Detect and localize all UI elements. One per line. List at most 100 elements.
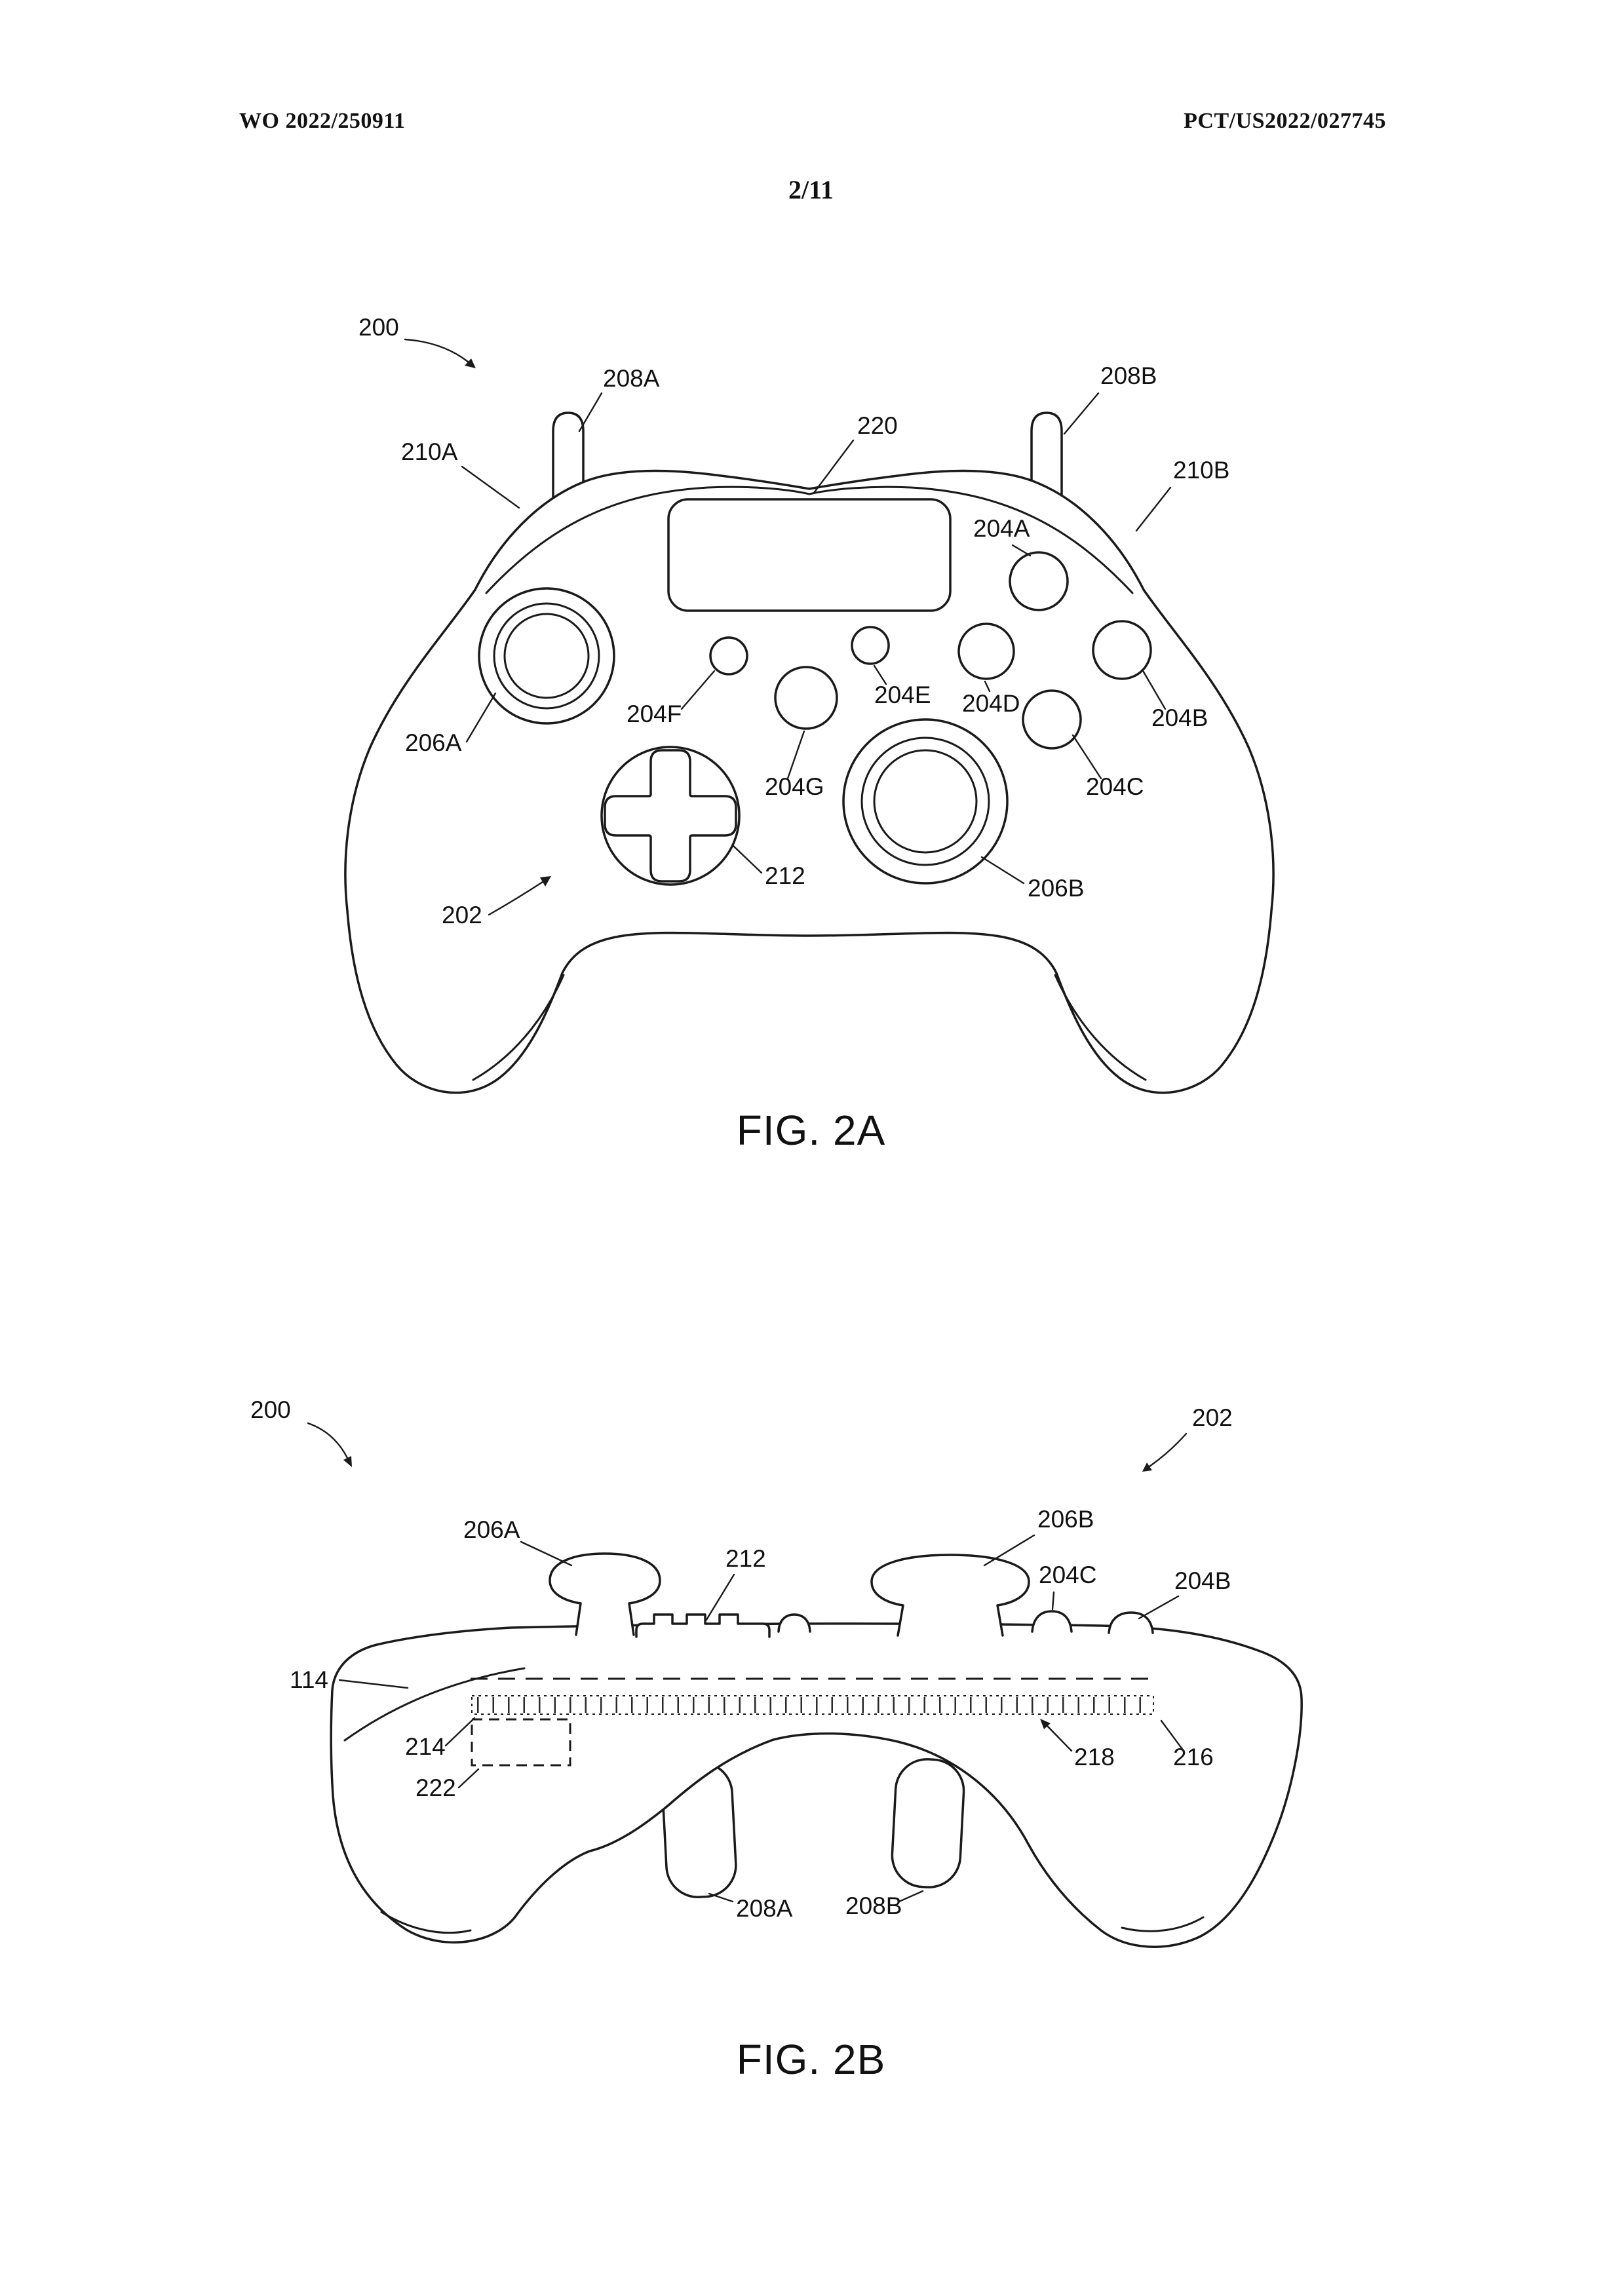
right-thumbstick-cap (873, 749, 978, 854)
ref-label-212: 212 (725, 1545, 766, 1572)
face-button-top (1009, 551, 1069, 611)
ref-label-114: 114 (290, 1666, 328, 1693)
ref-label-208a: 208A (603, 365, 660, 392)
ref-label-200: 200 (358, 314, 399, 341)
ref-label-202: 202 (442, 902, 482, 928)
bumper-seam (485, 486, 1134, 594)
ref-label-206b: 206B (1028, 875, 1084, 902)
controller-edge-view (330, 1552, 1303, 1948)
leader-210b (1135, 486, 1172, 532)
dpad (600, 746, 741, 886)
face-button-right (1092, 620, 1152, 680)
right-thumbstick (842, 718, 1009, 885)
leader-218 (1046, 1725, 1073, 1752)
ref-label-216: 216 (1173, 1744, 1214, 1770)
ref-label-210a: 210A (401, 438, 458, 465)
right-grip-seam (1121, 1916, 1205, 1932)
rail-outline (471, 1695, 1154, 1715)
leader-200 (404, 338, 469, 363)
ref-label-206b: 206B (1037, 1506, 1094, 1533)
ref-label-204a: 204A (973, 515, 1030, 542)
application-number: PCT/US2022/027745 (1184, 109, 1386, 133)
leader-204c (1051, 1591, 1055, 1611)
leader-208a (578, 392, 603, 432)
publication-number: WO 2022/250911 (239, 109, 406, 133)
arrowhead-202 (540, 876, 551, 887)
leader-204b (1138, 1595, 1180, 1620)
left-thumbstick-well (478, 587, 615, 725)
right-grip-seam (1054, 974, 1147, 1081)
leader-206b (980, 856, 1025, 885)
controller-front-view (344, 411, 1275, 1094)
ref-label-204b: 204B (1151, 704, 1208, 731)
leader-204d (984, 680, 991, 693)
leader-114 (338, 1679, 409, 1689)
ref-label-206a: 206A (405, 729, 462, 756)
leader-202 (1148, 1432, 1188, 1468)
fig-2a-annotations: 200 208A 220 208B 210A 210B 204A 206A 20… (358, 314, 1229, 928)
face-button-bottom (1022, 689, 1082, 750)
leader-210a (461, 465, 520, 509)
leader-206a (465, 692, 497, 743)
arrowhead-202 (1142, 1463, 1152, 1472)
ref-label-204e: 204E (874, 681, 931, 708)
leader-206a (520, 1540, 573, 1567)
fig-2b-caption: FIG. 2B (736, 2036, 886, 2083)
ref-label-200: 200 (250, 1396, 291, 1423)
ref-label-214: 214 (405, 1733, 446, 1760)
ref-label-220: 220 (857, 412, 898, 439)
ref-label-204c: 204C (1086, 773, 1144, 800)
fig-2b-annotations: 200 202 206A 212 206B 204C 204B 114 214 … (250, 1396, 1233, 1922)
module-dashed-box (471, 1718, 571, 1767)
left-thumbstick-ring (493, 602, 600, 710)
left-thumbstick-silhouette (549, 1552, 661, 1636)
left-thumbstick (478, 587, 615, 725)
leader-200 (307, 1422, 349, 1459)
leader-212 (705, 1573, 735, 1621)
arrowhead-200 (343, 1456, 352, 1467)
ref-label-218: 218 (1074, 1744, 1115, 1770)
leader-216 (1160, 1719, 1185, 1752)
leader-212 (731, 844, 763, 874)
face-button-left (957, 622, 1015, 680)
ref-label-210b: 210B (1173, 457, 1229, 484)
ref-label-204f: 204F (627, 700, 682, 727)
leader-204f (680, 670, 716, 710)
right-trigger (891, 1758, 965, 1888)
right-thumbstick-silhouette (870, 1554, 1030, 1637)
button-nub-b (1108, 1611, 1154, 1634)
arrowhead-218 (1040, 1719, 1051, 1729)
leader-222 (457, 1768, 480, 1789)
shell-seam (343, 1667, 526, 1742)
ref-label-206a: 206A (463, 1516, 520, 1543)
button-nub-c (1031, 1610, 1073, 1633)
ref-label-202: 202 (1192, 1404, 1233, 1431)
leader-208a (708, 1892, 734, 1903)
left-grip-seam (472, 974, 565, 1081)
ref-label-222: 222 (415, 1774, 456, 1801)
rail-strip (471, 1695, 1154, 1715)
fig-2b-drawing: 200 202 206A 212 206B 204C 204B 114 214 … (250, 1396, 1303, 1948)
fig-2a-drawing: 200 208A 220 208B 210A 210B 204A 206A 20… (344, 314, 1275, 1094)
right-thumbstick-well (842, 718, 1009, 885)
menu-button (851, 626, 890, 665)
leader-208b (1063, 392, 1100, 435)
leader-206b (983, 1534, 1035, 1567)
leader-208b (898, 1890, 924, 1903)
view-button (709, 636, 748, 676)
right-thumbstick-ring (860, 737, 990, 866)
dpad-silhouette (635, 1613, 771, 1638)
fig-2a-caption: FIG. 2A (736, 1107, 886, 1154)
ref-label-208b: 208B (1100, 362, 1157, 389)
left-thumbstick-cap (503, 613, 590, 699)
leader-204b (1141, 668, 1167, 710)
leader-204c (1072, 734, 1102, 780)
ref-label-208a: 208A (736, 1895, 793, 1922)
ref-label-204c: 204C (1039, 1561, 1096, 1588)
arrowhead-200 (465, 358, 476, 368)
ref-label-204b: 204B (1174, 1567, 1231, 1594)
leader-204e (873, 664, 887, 685)
leader-204g (786, 730, 805, 780)
leader-220 (813, 439, 855, 494)
